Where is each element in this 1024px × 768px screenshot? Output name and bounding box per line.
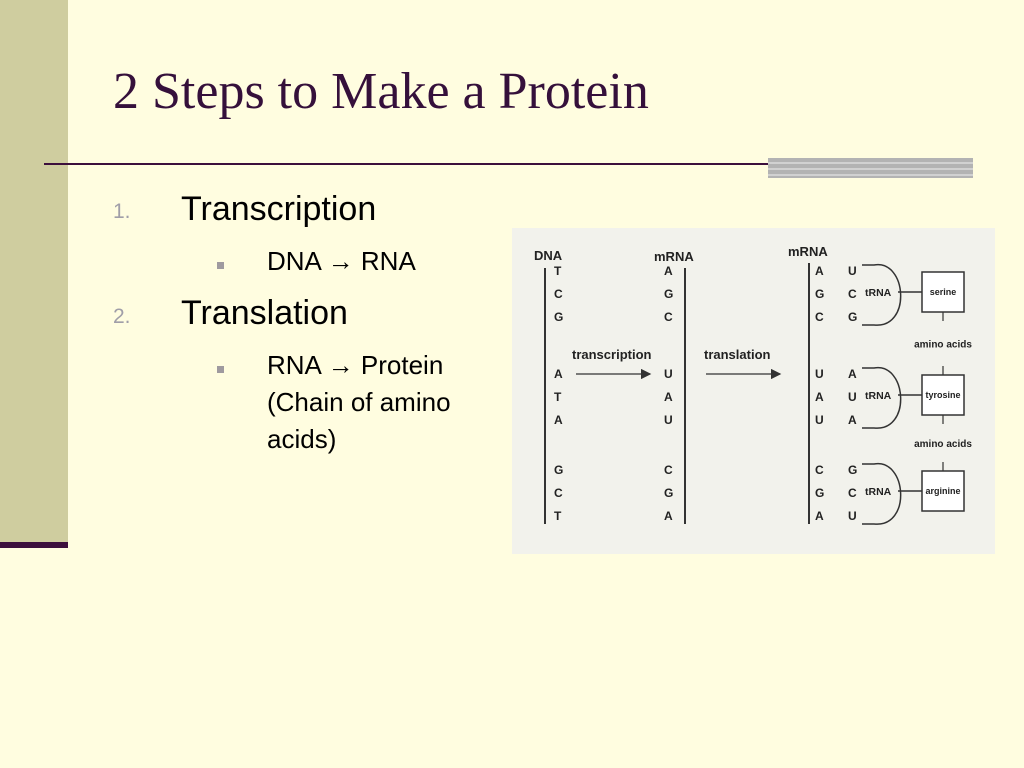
list-number: 1. [113, 200, 131, 223]
anticodon-base: A [848, 413, 857, 427]
mrna-base: C [664, 310, 673, 324]
protein-synthesis-diagram: DNA mRNA mRNA transcription translation … [512, 228, 995, 554]
anticodon-base: A [848, 367, 857, 381]
trna-shape [862, 264, 902, 326]
anticodon-base: U [848, 390, 857, 404]
amino-acid-name: tyrosine [925, 390, 960, 400]
list-number: 2. [113, 305, 131, 328]
amino-acids-label: amino acids [914, 340, 972, 351]
dna-base: A [554, 413, 563, 427]
mrna-base: A [664, 264, 673, 278]
mrna-base: A [664, 390, 673, 404]
left-decorative-band [0, 0, 68, 546]
amino-acid-box [921, 271, 965, 313]
dna-base: T [554, 264, 562, 278]
anticodon-base: U [848, 509, 857, 523]
trna-label: tRNA [865, 287, 892, 299]
mrna-base: U [664, 367, 673, 381]
mrna-header: mRNA [654, 249, 694, 264]
mrna-base: A [815, 509, 824, 523]
dna-base: T [554, 509, 562, 523]
translation-label: translation [704, 347, 771, 362]
mrna-base: G [664, 287, 673, 301]
dna-base: A [554, 367, 563, 381]
bullet-icon [217, 262, 224, 269]
dna-base: G [554, 463, 563, 477]
mrna-base: G [815, 287, 824, 301]
mrna-base: U [815, 413, 824, 427]
mrna-base: G [815, 486, 824, 500]
amino-acid-name: serine [930, 287, 957, 297]
anticodon-base: C [848, 486, 857, 500]
trna-shape [862, 463, 902, 525]
mrna-base: C [815, 310, 824, 324]
left-band-accent [0, 542, 68, 548]
trna-shape [862, 367, 902, 429]
anticodon-base: C [848, 287, 857, 301]
dna-base: T [554, 390, 562, 404]
dna-base: C [554, 287, 563, 301]
title-divider-accent [768, 158, 973, 178]
mrna-base: U [815, 367, 824, 381]
mrna-base: A [815, 390, 824, 404]
title-divider-line [44, 163, 973, 165]
diagram-canvas: DNA mRNA mRNA transcription translation … [534, 244, 972, 525]
mrna-base: G [664, 486, 673, 500]
anticodon-base: G [848, 310, 857, 324]
dna-base: C [554, 486, 563, 500]
dna-base: G [554, 310, 563, 324]
anticodon-base: U [848, 264, 857, 278]
anticodon-base: G [848, 463, 857, 477]
transcription-label: transcription [572, 347, 652, 362]
mrna-base: A [664, 509, 673, 523]
trna-label: tRNA [865, 390, 892, 402]
list-item-label: Transcription [181, 190, 377, 228]
bullet-icon [217, 366, 224, 373]
amino-acid-name: arginine [925, 486, 960, 496]
mrna-base: U [664, 413, 673, 427]
mrna-base: C [664, 463, 673, 477]
dna-header: DNA [534, 248, 563, 263]
mrna-header: mRNA [788, 244, 828, 259]
list-item-detail: RNA → Protein (Chain of amino acids) [267, 350, 451, 454]
amino-acids-label: amino acids [914, 439, 972, 450]
list-item-label: Translation [181, 294, 348, 332]
mrna-base: C [815, 463, 824, 477]
slide-title: 2 Steps to Make a Protein [113, 63, 649, 120]
mrna-base: A [815, 264, 824, 278]
list-item-detail: DNA → RNA [267, 246, 416, 276]
trna-label: tRNA [865, 486, 892, 498]
